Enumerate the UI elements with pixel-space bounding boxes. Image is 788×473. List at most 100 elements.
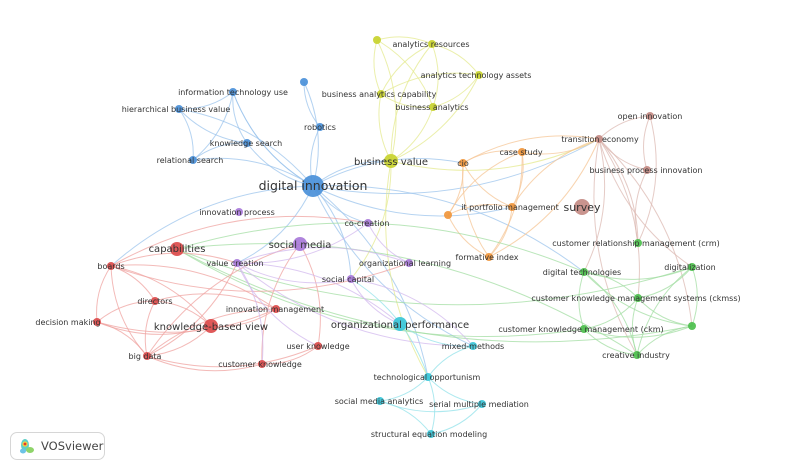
node-user-knowledge[interactable] [314, 342, 322, 350]
node-digitalization[interactable] [688, 263, 696, 271]
vosviewer-badge[interactable]: VOSviewer [10, 432, 105, 460]
node-organizational-learning[interactable] [405, 259, 413, 267]
node-decision-making[interactable] [93, 318, 101, 326]
node-social-capital[interactable] [347, 275, 355, 283]
node-label[interactable]: survey [563, 201, 601, 214]
node-digital-innovation[interactable] [302, 175, 324, 197]
node-business-process-innovation[interactable] [643, 166, 651, 174]
node-digital-technologies[interactable] [580, 268, 588, 276]
node-label[interactable]: organizational performance [331, 320, 469, 331]
node-label[interactable]: social capital [322, 275, 374, 284]
node-mixed-methods[interactable] [469, 342, 477, 350]
node-knowledge-based-view[interactable] [204, 319, 218, 333]
node-social-media-analytics[interactable] [376, 397, 384, 405]
node-label[interactable]: customer knowledge management systems (c… [531, 294, 740, 303]
node-label[interactable]: digital innovation [259, 178, 368, 193]
node-label[interactable]: user knowledge [286, 342, 349, 351]
node-innovation-process[interactable] [235, 208, 243, 216]
node-label[interactable]: organizational learning [359, 259, 451, 268]
node-label[interactable]: business analytics [395, 103, 468, 112]
node-label[interactable]: capabilities [149, 244, 206, 255]
node-co-creation[interactable] [364, 219, 372, 227]
node-label[interactable]: digital technologies [543, 268, 621, 277]
node-business-value[interactable] [384, 154, 398, 168]
node-survey[interactable] [574, 199, 590, 215]
node-social-media[interactable] [293, 237, 307, 251]
node-unlabeled-16[interactable] [444, 211, 452, 219]
node-label[interactable]: information technology use [178, 88, 288, 97]
node-label[interactable]: open innovation [618, 112, 683, 121]
node-it-portfolio-management[interactable] [508, 203, 516, 211]
node-unlabeled-6[interactable] [300, 78, 308, 86]
node-label[interactable]: serial multiple mediation [429, 400, 529, 409]
node-knowledge-search[interactable] [243, 139, 251, 147]
node-business-analytics[interactable] [429, 103, 437, 111]
node-formative-index[interactable] [485, 253, 493, 261]
node-label[interactable]: big data [129, 352, 162, 361]
node-label[interactable]: hierarchical business value [122, 105, 231, 114]
node-serial-multiple-mediation[interactable] [478, 400, 486, 408]
node-customer-knowledge-management-ckm-[interactable] [580, 325, 588, 333]
node-case-study[interactable] [518, 148, 526, 156]
edge-link [431, 43, 480, 76]
node-label[interactable]: business analytics capability [322, 90, 437, 99]
node-unlabeled-8[interactable] [373, 36, 381, 44]
node-innovation-management[interactable] [272, 305, 280, 313]
node-cio[interactable] [459, 159, 467, 167]
node-label[interactable]: it portfolio management [461, 203, 558, 212]
node-structural-equation-modeling[interactable] [427, 430, 435, 438]
node-analytics-technology-assets[interactable] [475, 71, 483, 79]
node-label[interactable]: customer knowledge management (ckm) [498, 325, 663, 334]
node-label[interactable]: digitalization [664, 263, 716, 272]
node-label[interactable]: case study [499, 148, 542, 157]
node-analytics-resources[interactable] [428, 40, 436, 48]
node-creative-industry[interactable] [633, 351, 641, 359]
node-robotics[interactable] [316, 123, 324, 131]
node-label[interactable]: analytics resources [392, 40, 469, 49]
node-label[interactable]: structural equation modeling [371, 430, 487, 439]
node-label[interactable]: value creation [206, 259, 263, 268]
node-open-innovation[interactable] [646, 112, 654, 120]
node-business-analytics-capability[interactable] [377, 90, 385, 98]
node-label[interactable]: relational search [157, 156, 224, 165]
node-label[interactable]: decision making [35, 318, 100, 327]
node-customer-knowledge-management-systems-ckmss-[interactable] [634, 294, 642, 302]
node-label[interactable]: social media [269, 240, 332, 251]
node-label[interactable]: innovation process [199, 208, 275, 217]
node-label[interactable]: boards [97, 262, 124, 271]
node-capabilities[interactable] [170, 242, 184, 256]
node-label[interactable]: robotics [304, 123, 336, 132]
node-label[interactable]: innovation management [226, 305, 324, 314]
node-label[interactable]: transition economy [561, 135, 639, 144]
node-label[interactable]: customer relationship management (crm) [552, 239, 720, 248]
node-unlabeled-26[interactable] [688, 322, 696, 330]
node-label[interactable]: knowledge search [210, 139, 282, 148]
node-big-data[interactable] [143, 352, 151, 360]
node-label[interactable]: customer knowledge [218, 360, 302, 369]
node-directors[interactable] [151, 297, 159, 305]
node-label[interactable]: cio [457, 159, 469, 168]
node-transition-economy[interactable] [595, 135, 603, 143]
node-label[interactable]: directors [137, 297, 172, 306]
node-label[interactable]: technological opportunism [374, 373, 481, 382]
node-technological-opportunism[interactable] [424, 373, 432, 381]
node-label[interactable]: mixed-methods [442, 342, 504, 351]
node-label[interactable]: business value [354, 157, 428, 168]
node-customer-relationship-management-crm-[interactable] [634, 239, 642, 247]
node-label[interactable]: analytics technology assets [421, 71, 532, 80]
node-label[interactable]: creative industry [602, 351, 670, 360]
node-customer-knowledge[interactable] [258, 360, 266, 368]
node-label[interactable]: social media analytics [335, 397, 424, 406]
node-boards[interactable] [107, 262, 115, 270]
node-information-technology-use[interactable] [229, 88, 237, 96]
node-label[interactable]: formative index [456, 253, 519, 262]
node-label[interactable]: knowledge-based view [154, 322, 268, 333]
node-label[interactable]: co-creation [345, 219, 390, 228]
node-hierarchical-business-value[interactable] [175, 105, 183, 113]
node-relational-search[interactable] [189, 156, 197, 164]
node-value-creation[interactable] [233, 259, 241, 267]
node-organizational-performance[interactable] [393, 317, 407, 331]
node-label[interactable]: business process innovation [590, 166, 703, 175]
